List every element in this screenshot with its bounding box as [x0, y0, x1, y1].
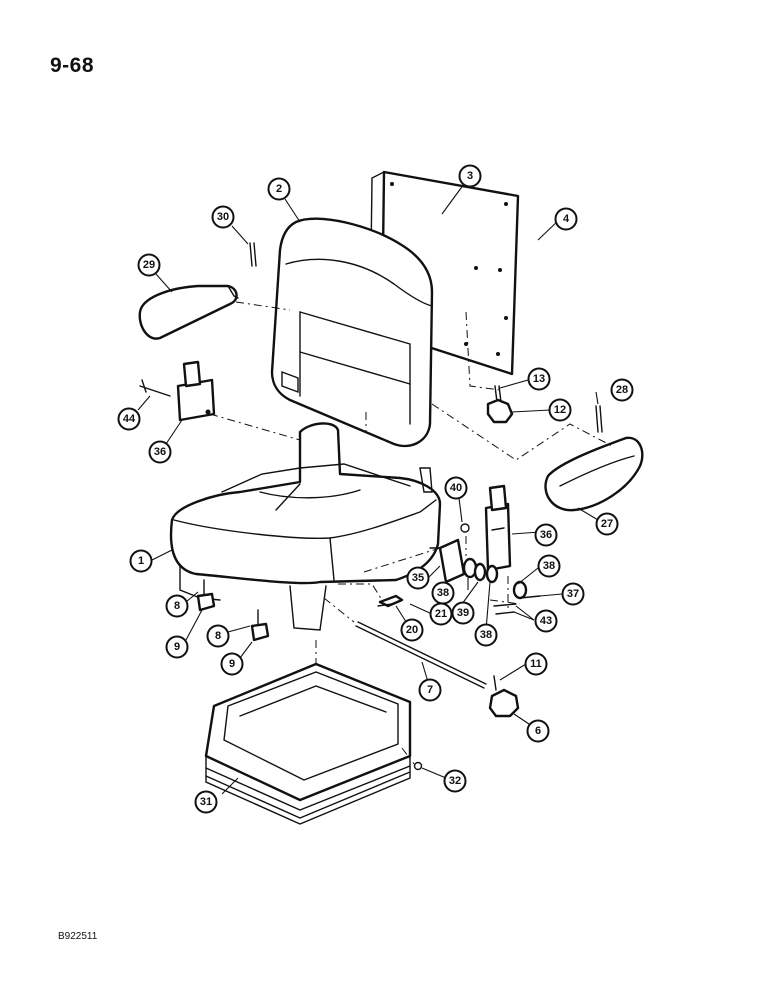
bolts: [493, 595, 541, 615]
armrest-pin: [249, 242, 257, 267]
callout: 9: [220, 652, 244, 676]
callout-label: 8: [174, 600, 180, 612]
callout: 7: [418, 678, 442, 702]
callout: 13: [527, 367, 551, 391]
callout-label: 44: [123, 413, 136, 425]
seat-back-cushion: [270, 217, 434, 448]
right-armrest: [544, 436, 644, 512]
bolt-32: [413, 761, 423, 771]
callout: 1: [129, 549, 153, 573]
callout: 27: [595, 512, 619, 536]
callout: 38: [537, 554, 561, 578]
callout: 38: [431, 581, 455, 605]
callout: 36: [534, 523, 558, 547]
callout-label: 36: [540, 529, 552, 541]
callout-label: 9: [229, 658, 235, 670]
seat-belt-buckle-right: [484, 484, 512, 572]
callout-label: 38: [543, 560, 555, 572]
callout: 21: [429, 602, 453, 626]
page-number: 9-68: [50, 54, 95, 77]
callout-label: 37: [567, 588, 579, 600]
callout-label: 21: [435, 608, 447, 620]
adjustment-rod: [355, 621, 487, 689]
seat-knob-left: [196, 579, 216, 612]
armrest-pin-right: [595, 405, 603, 433]
callout-label: 3: [467, 170, 473, 182]
callout-label: 6: [535, 725, 541, 737]
callout: 40: [444, 476, 468, 500]
lever-20: [377, 594, 404, 608]
callout: 6: [526, 719, 550, 743]
leader-lines: [137, 183, 599, 795]
callout-label: 32: [449, 775, 461, 787]
figure-code: B922511: [58, 931, 98, 942]
callout-label: 12: [554, 404, 566, 416]
bolt-40: [460, 523, 470, 533]
callout: 2: [267, 177, 291, 201]
callout: 30: [211, 205, 235, 229]
callout: 28: [610, 378, 634, 402]
callout-label: 7: [427, 684, 433, 696]
callout-label: 4: [563, 213, 570, 225]
callout-label: 39: [457, 607, 469, 619]
callout: 36: [148, 440, 172, 464]
callout-label: 43: [540, 615, 552, 627]
callout: 29: [137, 253, 161, 277]
callout: 12: [548, 398, 572, 422]
callout: 9: [165, 635, 189, 659]
callout: 39: [451, 601, 475, 625]
seat-knob-right: [250, 609, 270, 642]
callout-label: 9: [174, 641, 180, 653]
callout: 31: [194, 790, 218, 814]
callout-label: 40: [450, 482, 462, 494]
suspension-base: [204, 662, 412, 825]
callout: 37: [561, 582, 585, 606]
callout: 4: [554, 207, 578, 231]
left-armrest: [138, 284, 239, 340]
knob-12: [486, 385, 514, 424]
callout: 11: [524, 652, 548, 676]
callout-label: 28: [616, 384, 628, 396]
callout: 20: [400, 618, 424, 642]
callout: 43: [534, 609, 558, 633]
washers: [462, 557, 528, 600]
callout-label: 38: [480, 629, 492, 641]
bracket-35: [429, 538, 466, 584]
callout-label: 8: [215, 630, 221, 642]
knob-6: [488, 675, 520, 718]
callout-label: 38: [437, 587, 449, 599]
callout-label: 27: [601, 518, 613, 530]
callout: 32: [443, 769, 467, 793]
seat-cushion: [169, 422, 442, 631]
callout-label: 36: [154, 446, 166, 458]
callout: 38: [474, 623, 498, 647]
callout-label: 30: [217, 211, 229, 223]
callout-label: 20: [406, 624, 418, 636]
centerlines: [209, 301, 613, 765]
seat-belt-buckle-left: [176, 360, 216, 422]
callout-label: 11: [530, 658, 542, 670]
callout: 35: [406, 566, 430, 590]
callout: 8: [206, 624, 230, 648]
callout-label: 31: [200, 796, 212, 808]
callout-label: 2: [276, 183, 282, 195]
callout: 44: [117, 407, 141, 431]
callout: 3: [458, 164, 482, 188]
callout-label: 1: [138, 555, 144, 567]
callout-label: 35: [412, 572, 424, 584]
callout-label: 29: [143, 259, 155, 271]
callout-label: 13: [533, 373, 545, 385]
callout: 8: [165, 594, 189, 618]
bolt-44: [139, 379, 171, 397]
